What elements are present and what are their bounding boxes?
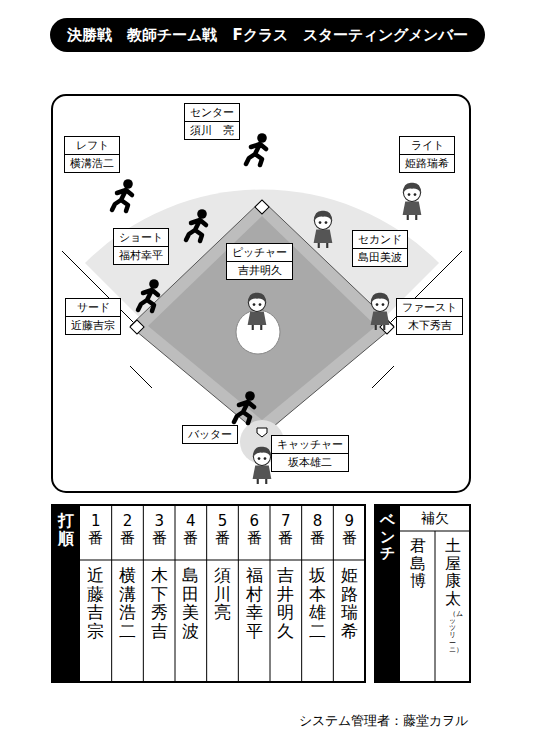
- coach-line: [372, 366, 394, 388]
- field-panel: [52, 95, 470, 492]
- position-name: ピッチャー: [227, 244, 292, 261]
- player-name: 君島 博: [410, 537, 426, 590]
- player-name: 吉井明久: [227, 261, 292, 279]
- position-box: キャッチャー坂本雄二: [271, 435, 349, 472]
- batting-number: 4番: [183, 513, 198, 546]
- player-name: 近藤吉宗: [66, 316, 120, 334]
- character-figure: [403, 183, 422, 220]
- player-name: 島田美波: [182, 566, 199, 641]
- player-name: 福村幸平: [246, 566, 263, 641]
- table-heading: 打順: [58, 512, 74, 547]
- table-rule: [206, 505, 207, 682]
- batting-number: 1番: [88, 513, 103, 546]
- position-box: バッター: [182, 425, 238, 444]
- order-header-column: [52, 505, 80, 682]
- player-name: 須川 亮: [185, 121, 239, 139]
- character-figure: [371, 293, 390, 330]
- player-name: 木下秀吉: [397, 316, 462, 334]
- player-name: 姫路瑞希: [400, 154, 454, 172]
- third-base: [130, 320, 144, 334]
- position-box: ファースト木下秀吉: [396, 298, 463, 335]
- character-figure: [248, 293, 267, 330]
- table-rule: [435, 531, 436, 682]
- batting-number: 8番: [310, 513, 325, 546]
- home-plate: [257, 428, 267, 437]
- table-rule: [143, 505, 144, 682]
- position-box: ピッチャー吉井明久: [226, 243, 293, 280]
- position-name: ショート: [114, 229, 168, 246]
- credit-note: システム管理者：藤堂カヲル: [299, 712, 468, 730]
- player-name: 横溝浩二: [119, 566, 136, 641]
- position-name: バッター: [183, 426, 237, 443]
- position-box: ショート福村幸平: [113, 228, 169, 265]
- player-name: 横溝浩二: [65, 154, 119, 172]
- table-rule: [111, 505, 112, 682]
- player-name: 近藤吉宗: [87, 566, 104, 641]
- batting-number: 5番: [215, 513, 230, 546]
- batting-number: 7番: [278, 513, 293, 546]
- position-box: センター須川 亮: [184, 103, 240, 140]
- batting-number: 3番: [152, 513, 167, 546]
- table-rule: [238, 505, 239, 682]
- table-rule: [80, 560, 365, 561]
- runner-figure: [138, 279, 159, 311]
- character-figure: [314, 211, 333, 248]
- position-name: センター: [185, 104, 239, 121]
- player-name: 須川 亮: [214, 566, 231, 622]
- infield-grass: [148, 216, 376, 420]
- player-name: 木下秀吉: [151, 566, 168, 641]
- player-name: 福村幸平: [114, 246, 168, 264]
- table-heading: ベンチ: [380, 512, 395, 562]
- bench-table: [375, 505, 470, 682]
- position-box: レフト横溝浩二: [64, 136, 120, 173]
- position-box: ライト姫路瑞希: [399, 136, 455, 173]
- runner-figure: [246, 133, 267, 165]
- runner-figure: [186, 209, 207, 241]
- outfield: [85, 190, 439, 440]
- table-rule: [301, 505, 302, 682]
- runner-figure: [112, 179, 133, 211]
- title-text: 決勝戦 教師チーム戦 Fクラス スターティングメンバー: [67, 26, 467, 45]
- position-name: サード: [66, 299, 120, 316]
- batter-figure: [234, 391, 255, 423]
- batting-number: 9番: [342, 513, 357, 546]
- character-figure: [253, 447, 272, 484]
- position-box: セカンド島田美波: [352, 230, 408, 267]
- player-name: 島田美波: [353, 248, 407, 266]
- coach-line: [130, 366, 152, 388]
- bench-header-column: [375, 505, 400, 682]
- position-name: キャッチャー: [272, 436, 348, 453]
- second-base: [255, 200, 269, 214]
- batting-number: 6番: [247, 513, 262, 546]
- title-bar: 決勝戦 教師チーム戦 Fクラス スターティングメンバー: [50, 18, 485, 52]
- table-rules: [112, 505, 334, 682]
- position-name: セカンド: [353, 231, 407, 248]
- position-name: ファースト: [397, 299, 462, 316]
- table-heading: 補欠: [421, 510, 449, 528]
- table-rule: [270, 505, 271, 682]
- order-table: [52, 505, 365, 682]
- position-name: レフト: [65, 137, 119, 154]
- position-name: ライト: [400, 137, 454, 154]
- table-rule: [175, 505, 176, 682]
- player-name: 土屋康太: [445, 537, 461, 607]
- player-name: 坂本雄二: [309, 566, 326, 641]
- position-box: サード近藤吉宗: [65, 298, 121, 335]
- nickname: （ムッツリーニ）: [449, 611, 456, 654]
- player-name: 吉井明久: [277, 566, 294, 641]
- table-rule: [333, 505, 334, 682]
- batting-number: 2番: [120, 513, 135, 546]
- player-name: 姫路瑞希: [341, 566, 358, 641]
- player-name: 坂本雄二: [272, 453, 348, 471]
